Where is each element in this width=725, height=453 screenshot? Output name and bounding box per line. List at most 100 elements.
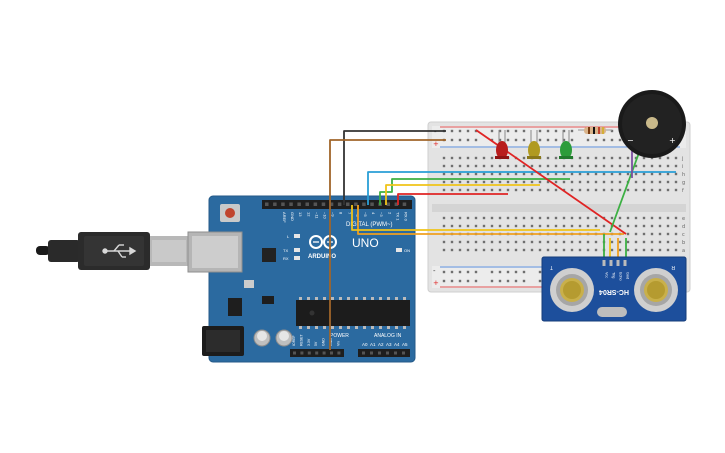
digital-pin-label: ~10 [323, 212, 328, 220]
power-pin-label: Vin [336, 341, 340, 346]
crystal-oscillator [597, 307, 627, 317]
digital-pin-label: AREF [282, 212, 287, 223]
rail-plus-top: + [433, 140, 439, 148]
analog-label: ANALOG IN [374, 333, 402, 339]
led-yellow[interactable] [527, 130, 541, 159]
digital-header-pins [265, 202, 407, 206]
led-l [294, 234, 300, 238]
digital-pin-label: 13 [298, 212, 303, 217]
arduino-logo-text: ARDUINO [308, 254, 336, 260]
power-pin-label: IOREF [292, 335, 296, 346]
wire-brown-5v [329, 139, 446, 350]
analog-pin-label: A4 [394, 342, 400, 347]
wires[interactable] [329, 129, 676, 350]
digital-pin-label: ~9 [331, 212, 336, 217]
row-letter: h [682, 172, 685, 178]
rail-minus-bottom: - [433, 267, 436, 275]
digital-pin-label: RX 0 [404, 212, 409, 222]
rail-minus-top: - [434, 128, 437, 136]
led-tx-label: TX [283, 248, 288, 253]
power-pin-label: 5V [314, 341, 318, 346]
sensor-t-label: T [550, 264, 553, 270]
voltage-regulator [228, 298, 242, 316]
digital-pin-label: 8 [339, 212, 344, 215]
sensor-model-label: HC-SR04 [599, 288, 629, 295]
row-letter: g [682, 180, 685, 186]
bottom-header-pins [293, 351, 405, 355]
sensor-pin-label: Echo [619, 272, 623, 281]
led-tx [294, 248, 300, 252]
led-on-label: ON [404, 248, 410, 253]
analog-pin-label: A2 [378, 342, 384, 347]
analog-pin-label: A5 [402, 342, 408, 347]
led-l-label: L [287, 234, 290, 239]
usb-chip [262, 248, 276, 262]
row-letter: f [682, 188, 684, 194]
regulator [262, 296, 274, 304]
atmega-chip [296, 300, 410, 326]
led-rx [294, 256, 300, 260]
resistor[interactable] [578, 127, 612, 134]
sensor-pin-label: Vcc [605, 272, 609, 278]
row-letter: d [682, 224, 685, 230]
power-pin-label: GND [322, 338, 326, 346]
reset-button-cap[interactable] [225, 208, 235, 218]
piezo-buzzer[interactable]: − + [618, 90, 686, 158]
digital-pin-label: 4 [371, 212, 376, 215]
uno-label: UNO [352, 236, 379, 250]
analog-pin-label: A3 [386, 342, 392, 347]
rail-plus-bottom: + [433, 279, 439, 287]
wire-green-buzzer [609, 149, 641, 233]
atmega-pins [299, 297, 406, 329]
analog-pin-label: A0 [362, 342, 368, 347]
digital-pin-label: ~11 [314, 212, 319, 219]
row-letter: i [682, 164, 683, 170]
wire-green-signal [379, 178, 570, 205]
led-on [396, 248, 402, 252]
arduino-uno-board[interactable]: L TX RX ON ARDUINO UNO DIGITAL (PWM~) PO… [187, 195, 416, 363]
sensor-r-label: R [671, 264, 675, 270]
wire-yellow-signal [385, 184, 540, 205]
power-label: POWER [330, 333, 349, 339]
wire-black-gnd [343, 130, 446, 205]
buzzer-plus: + [669, 136, 676, 145]
led-green[interactable] [559, 130, 573, 159]
analog-pin-label: A1 [370, 342, 376, 347]
wire-red-signal [397, 193, 508, 205]
row-letter: a [682, 248, 685, 254]
wire-blue-signal [367, 171, 676, 205]
led-red[interactable] [495, 130, 509, 159]
sensor-pin-label: Trig [612, 272, 616, 278]
led-rx-label: RX [283, 256, 289, 261]
buzzer-minus: − [627, 136, 634, 145]
wire-yellow-echo [351, 205, 600, 231]
digital-pin-label: ~5 [363, 212, 368, 217]
row-letter: c [682, 232, 685, 238]
row-letter: e [682, 216, 685, 222]
digital-header[interactable] [262, 200, 412, 209]
digital-pin-label: 2 [387, 212, 392, 215]
digital-pin-label: 12 [306, 212, 311, 217]
usb-cable[interactable] [36, 232, 188, 270]
usb-icon [102, 244, 137, 258]
power-pin-label: RESET [299, 333, 303, 346]
row-letter: j [681, 156, 683, 162]
digital-pin-label: ~3 [379, 212, 384, 217]
transmitter-transducer [550, 268, 594, 312]
digital-pin-label: GND [290, 212, 295, 221]
power-pin-label: GND [329, 338, 333, 346]
analog-header[interactable] [358, 349, 410, 357]
power-pin-label: 3.3V [307, 338, 311, 346]
sensor-pin-label: Gnd [626, 272, 630, 279]
digital-label: DIGITAL (PWM~) [346, 222, 393, 228]
digital-pin-label: 7 [347, 212, 352, 215]
receiver-transducer [634, 268, 678, 312]
wire-orange-trig [357, 205, 624, 235]
row-letter: b [682, 240, 685, 246]
crystal [244, 280, 254, 288]
